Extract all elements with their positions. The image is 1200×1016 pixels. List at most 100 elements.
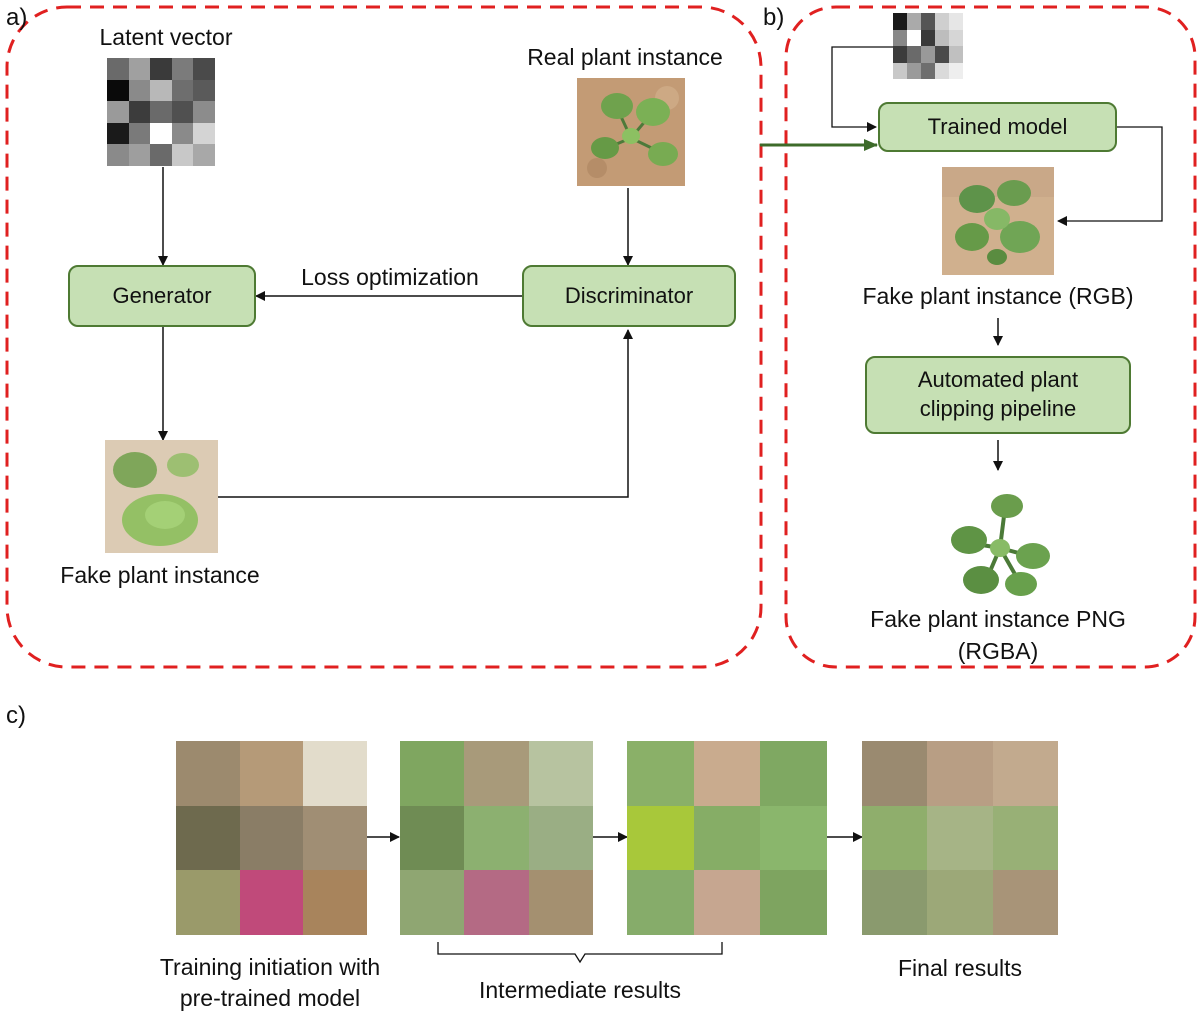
panel-a-border <box>5 5 763 669</box>
sample-tile <box>760 741 827 806</box>
loss-optimization-label: Loss optimization <box>301 264 479 290</box>
fake-instance-label: Fake plant instance <box>60 562 260 588</box>
panel-b-label: b) <box>763 4 785 31</box>
initiation-label-line2: pre-trained model <box>179 985 361 1011</box>
latent-cell <box>949 46 963 63</box>
sample-tile <box>464 805 529 871</box>
fake-png-label-line2: (RGBA) <box>957 638 1039 664</box>
latent-vector-grid <box>107 58 215 166</box>
latent-cell <box>935 62 949 79</box>
latent-cell <box>949 29 963 46</box>
clipping-pipeline-node: Automated plant clipping pipeline <box>865 356 1131 434</box>
real-plant-image <box>577 78 685 186</box>
sample-tile <box>693 870 761 935</box>
sample-tile <box>528 870 593 935</box>
sample-tile <box>627 741 694 806</box>
latent-cell <box>921 46 935 63</box>
sample-tile <box>400 805 465 871</box>
latent-vector-small-grid <box>893 13 963 79</box>
latent-cell <box>949 13 963 30</box>
fake-plant-image <box>105 440 218 553</box>
discriminator-label: Discriminator <box>564 282 694 308</box>
face-tile <box>176 805 240 871</box>
sample-tile <box>862 805 928 871</box>
trained-model-node: Trained model <box>878 102 1117 152</box>
latent-cell <box>935 46 949 63</box>
latent-cell <box>935 13 949 30</box>
sample-tile <box>992 741 1058 806</box>
latent-cell <box>949 62 963 79</box>
final-results-grid <box>862 741 1058 935</box>
latent-cell <box>907 46 921 63</box>
final-label: Final results <box>898 955 1022 981</box>
sample-tile <box>464 870 529 935</box>
latent-cell <box>107 101 129 123</box>
fake-png-image <box>945 488 1055 600</box>
latent-cell <box>171 79 194 102</box>
sample-tile <box>862 870 928 935</box>
clipping-label-line1: Automated plant <box>917 367 1079 393</box>
generator-node: Generator <box>68 265 256 327</box>
sample-tile <box>627 870 694 935</box>
trained-model-label: Trained model <box>927 113 1068 139</box>
fake-png-label-line1: Fake plant instance PNG <box>870 606 1126 632</box>
sample-tile <box>927 741 993 806</box>
clipping-label-line2: clipping pipeline <box>919 396 1077 421</box>
face-tile <box>239 870 304 935</box>
latent-cell <box>193 58 215 80</box>
latent-cell <box>193 122 215 145</box>
latent-cell <box>893 46 907 63</box>
latent-cell <box>128 58 151 80</box>
panel-a-label: a) <box>6 4 28 31</box>
generator-label: Generator <box>112 282 212 308</box>
latent-cell <box>171 144 194 166</box>
latent-cell <box>128 144 151 166</box>
intermediate-results-grid-2 <box>627 741 827 935</box>
latent-cell <box>107 144 129 166</box>
latent-cell <box>193 101 215 123</box>
latent-cell <box>107 58 129 80</box>
latent-cell <box>907 62 921 79</box>
latent-cell <box>935 29 949 46</box>
latent-cell <box>171 122 194 145</box>
sample-tile <box>528 805 593 871</box>
latent-cell <box>107 122 129 145</box>
sample-tile <box>760 805 827 871</box>
latent-cell <box>193 79 215 102</box>
sample-tile <box>760 870 827 935</box>
latent-cell <box>893 13 907 30</box>
latent-cell <box>150 101 172 123</box>
sample-tile <box>400 741 465 806</box>
latent-cell <box>171 101 194 123</box>
latent-cell <box>921 62 935 79</box>
latent-cell <box>150 144 172 166</box>
latent-vector-label: Latent vector <box>99 24 233 50</box>
latent-cell <box>150 58 172 80</box>
intermediate-label: Intermediate results <box>479 977 681 1003</box>
latent-cell <box>921 29 935 46</box>
latent-cell <box>893 29 907 46</box>
face-tile <box>303 805 367 871</box>
sample-tile <box>464 741 529 806</box>
sample-tile <box>992 870 1058 935</box>
latent-cell <box>907 29 921 46</box>
latent-cell <box>921 13 935 30</box>
panel-b-border <box>784 5 1197 669</box>
sample-tile <box>400 870 465 935</box>
discriminator-node: Discriminator <box>522 265 736 327</box>
sample-tile <box>862 741 928 806</box>
latent-cell <box>107 79 129 102</box>
sample-tile <box>927 805 993 871</box>
sample-tile <box>528 741 593 806</box>
latent-cell <box>171 58 194 80</box>
intermediate-results-grid-1 <box>400 741 593 935</box>
face-tile <box>176 870 240 935</box>
latent-cell <box>193 144 215 166</box>
sample-tile <box>992 805 1058 871</box>
face-tile <box>239 741 304 806</box>
intermediate-brace <box>437 942 723 964</box>
initiation-label-line1: Training initiation with <box>159 954 381 980</box>
face-tile <box>239 805 304 871</box>
latent-cell <box>128 101 151 123</box>
